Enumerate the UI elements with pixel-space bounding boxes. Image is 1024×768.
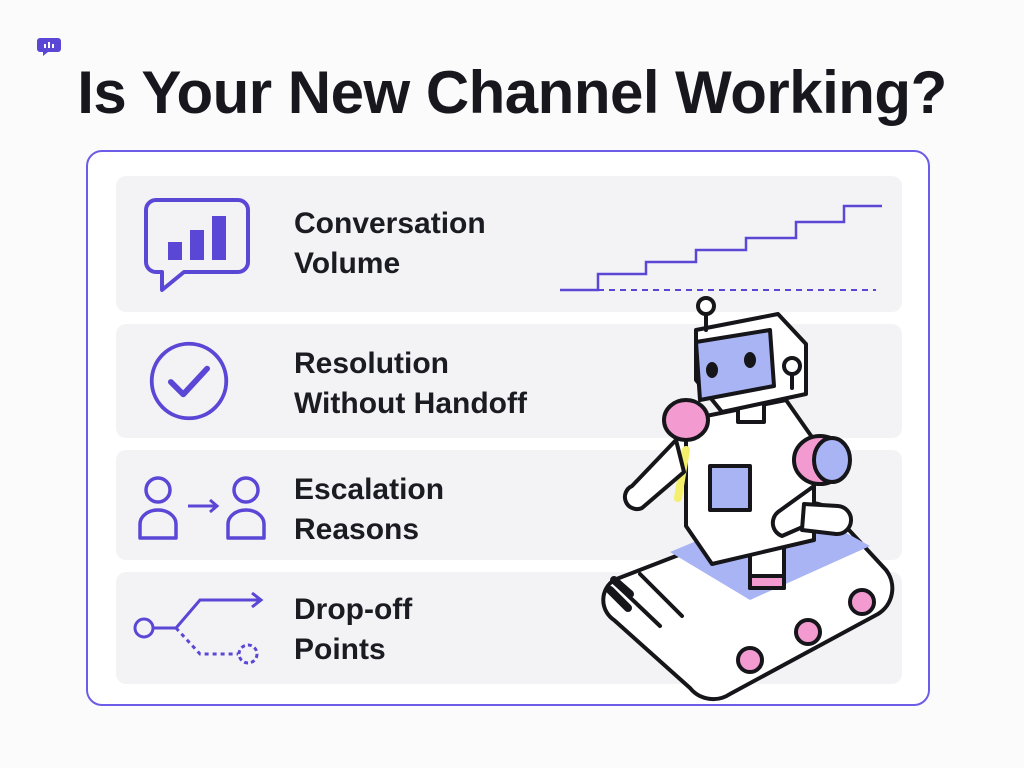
step-growth-line-icon bbox=[560, 204, 882, 292]
robot-illustration bbox=[601, 296, 895, 702]
person-arrow-person-icon bbox=[138, 476, 266, 540]
eye-right bbox=[744, 352, 756, 368]
metric-label-line2: Points bbox=[294, 633, 386, 666]
chest-panel bbox=[708, 464, 752, 512]
metric-label-line1: Conversation bbox=[294, 207, 486, 240]
antenna-right bbox=[782, 356, 802, 376]
tread-wheel bbox=[794, 618, 822, 646]
metric-row-conversation-volume: Conversation Volume bbox=[116, 176, 902, 312]
bar-chart-speech-bubble-icon bbox=[144, 198, 250, 292]
metric-label-line1: Escalation bbox=[294, 473, 445, 506]
metric-label: Resolution Without Handoff bbox=[294, 344, 527, 424]
metric-label: Escalation Reasons bbox=[294, 470, 444, 550]
metric-label-line2: Volume bbox=[294, 247, 401, 280]
eye-left bbox=[706, 362, 718, 378]
branching-path-icon bbox=[133, 591, 264, 665]
face-panel bbox=[694, 328, 776, 402]
tread-wheel bbox=[848, 588, 876, 616]
metric-label-line1: Drop-off bbox=[294, 593, 413, 626]
chat-logo-icon bbox=[37, 38, 61, 56]
checkmark-circle-icon bbox=[149, 341, 229, 421]
shoulder-left bbox=[662, 398, 710, 442]
metric-label-line2: Without Handoff bbox=[294, 387, 527, 420]
metric-label-line1: Resolution bbox=[294, 347, 449, 380]
metric-label: Conversation Volume bbox=[294, 204, 486, 284]
antenna-left bbox=[696, 296, 716, 316]
metric-label: Drop-off Points bbox=[294, 590, 412, 670]
page-title: Is Your New Channel Working? bbox=[77, 59, 947, 126]
metric-label-line2: Reasons bbox=[294, 513, 420, 546]
tread-wheel bbox=[736, 646, 764, 674]
arm-left bbox=[622, 438, 686, 512]
